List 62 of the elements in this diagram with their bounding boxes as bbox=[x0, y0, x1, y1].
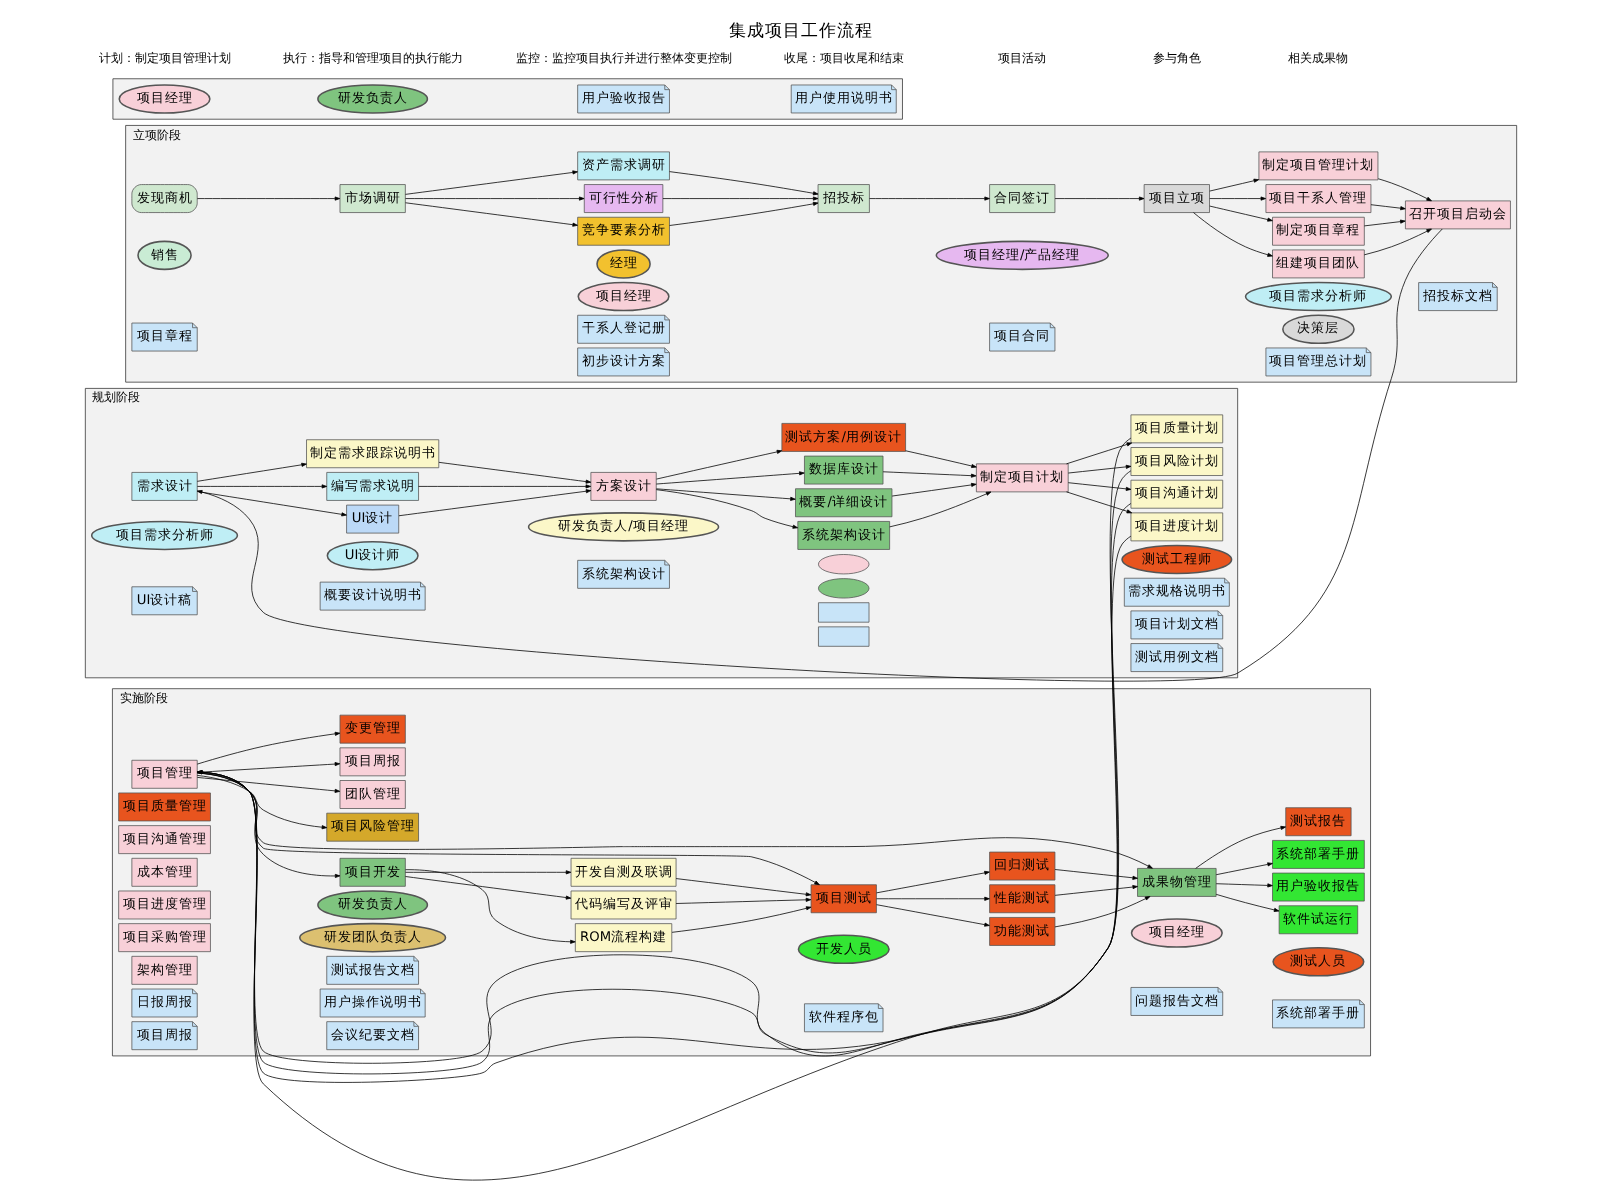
arrow bbox=[661, 196, 818, 201]
arrow bbox=[1208, 205, 1272, 222]
arrow bbox=[1065, 442, 1132, 465]
arrow bbox=[1208, 178, 1259, 192]
arrow bbox=[868, 196, 989, 201]
arrow bbox=[1194, 825, 1286, 869]
arrow bbox=[654, 489, 798, 529]
arrow bbox=[196, 777, 340, 793]
arrow bbox=[195, 775, 327, 830]
arrow bbox=[1362, 219, 1405, 227]
arrow bbox=[674, 878, 811, 897]
arrow bbox=[397, 489, 591, 517]
arrow bbox=[670, 906, 811, 933]
arrow bbox=[875, 904, 989, 927]
arrow bbox=[404, 170, 577, 195]
node-cloud bbox=[817, 578, 869, 599]
arrow bbox=[875, 896, 989, 901]
arrow bbox=[404, 870, 571, 875]
arrow bbox=[196, 196, 340, 201]
arrow bbox=[890, 482, 976, 497]
arrow bbox=[417, 484, 591, 489]
cluster bbox=[111, 78, 902, 120]
arrow bbox=[437, 461, 591, 484]
arrow bbox=[196, 484, 327, 489]
arrow bbox=[875, 870, 989, 894]
arrow bbox=[195, 731, 340, 765]
arrow bbox=[655, 449, 782, 480]
arrow bbox=[1053, 896, 1150, 928]
arrow bbox=[1376, 178, 1431, 202]
node-box bbox=[817, 602, 869, 623]
arrow bbox=[195, 772, 340, 878]
arrow bbox=[654, 471, 804, 485]
arrow bbox=[1066, 482, 1131, 491]
arrow bbox=[881, 471, 976, 478]
arrow bbox=[654, 488, 795, 501]
diagram-title: 集成项目工作流程 bbox=[728, 22, 872, 43]
arrow bbox=[404, 202, 577, 227]
arrow bbox=[1192, 212, 1272, 257]
arrow bbox=[888, 491, 991, 528]
arrow bbox=[1065, 491, 1132, 514]
arrow bbox=[668, 171, 818, 196]
arrow bbox=[404, 876, 571, 900]
arrow bbox=[674, 897, 811, 904]
arrow bbox=[1208, 196, 1266, 201]
arrow bbox=[1369, 204, 1405, 211]
arrow bbox=[904, 450, 976, 468]
arrow bbox=[1053, 885, 1137, 896]
node-cloud bbox=[817, 554, 869, 575]
arrow bbox=[195, 772, 1152, 869]
arrow bbox=[668, 201, 818, 226]
arrow bbox=[404, 196, 584, 201]
arrow bbox=[1066, 464, 1131, 474]
arrow bbox=[1053, 869, 1137, 880]
arrow bbox=[1214, 893, 1279, 912]
arrow bbox=[1214, 883, 1272, 888]
arrow bbox=[196, 762, 340, 773]
arrow bbox=[1214, 862, 1272, 876]
arrow bbox=[195, 462, 306, 482]
arrow bbox=[1053, 196, 1144, 201]
node-box bbox=[817, 626, 869, 647]
arrow bbox=[404, 869, 575, 944]
arrow bbox=[1362, 228, 1431, 256]
